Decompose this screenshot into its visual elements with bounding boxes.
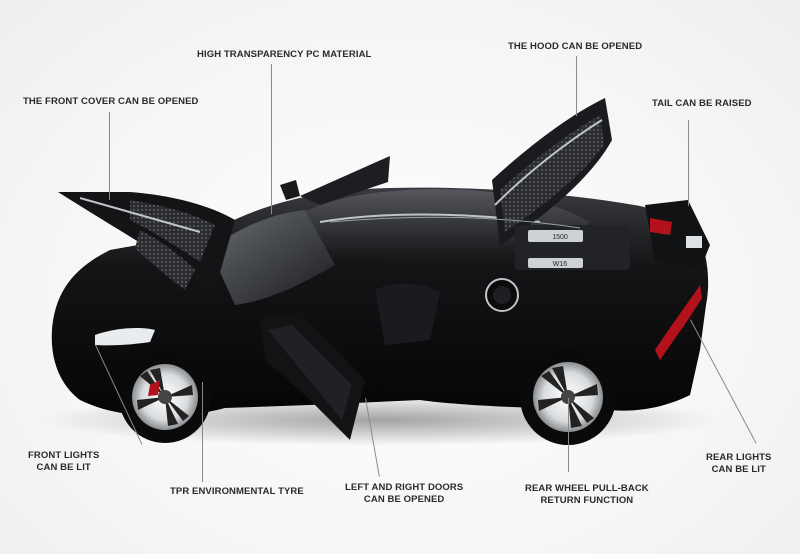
engine-cover-upper <box>528 230 583 242</box>
hood-chrome-line <box>494 119 603 206</box>
leader-high-transparency <box>271 64 272 214</box>
front-headlight <box>95 327 155 346</box>
brand-emblem <box>686 236 702 248</box>
leader-front-cover <box>109 112 110 200</box>
callout-doors: LEFT AND RIGHT DOORS CAN BE OPENED <box>345 482 463 506</box>
callout-tail: TAIL CAN BE RAISED <box>652 98 752 109</box>
callout-doors-line2: CAN BE OPENED <box>363 494 445 505</box>
callout-rear-lights-line2: CAN BE LIT <box>711 464 766 475</box>
side-intake-inner <box>493 286 511 304</box>
open-door-inner <box>268 325 352 420</box>
tail-red-accent <box>650 218 672 235</box>
leader-tail <box>688 120 689 206</box>
leader-pullback <box>568 398 569 472</box>
callout-front-cover: THE FRONT COVER CAN BE OPENED <box>23 96 199 107</box>
leader-tyre <box>202 382 203 482</box>
hood-grille <box>500 115 604 232</box>
interior-seat <box>375 283 440 345</box>
body-highlight <box>329 216 581 229</box>
engine-label-w16: W16 <box>553 261 568 268</box>
callout-tyre: TPR ENVIRONMENTAL TYRE <box>170 486 304 497</box>
callout-front-lights: FRONT LIGHTS CAN BE LIT <box>28 450 99 474</box>
leader-hood <box>576 56 577 116</box>
front-wheel <box>119 351 211 443</box>
front-cover-chrome-line <box>79 197 201 233</box>
windshield <box>210 210 335 305</box>
callout-doors-line1: LEFT AND RIGHT DOORS <box>345 482 464 493</box>
callout-rear-lights-line1: REAR LIGHTS <box>706 452 772 463</box>
callout-hood: THE HOOD CAN BE OPENED <box>508 41 643 52</box>
front-cover-grille <box>130 200 215 262</box>
engine-cover-lower <box>528 258 583 268</box>
tail-wing <box>645 200 710 270</box>
callout-front-lights-line1: FRONT LIGHTS <box>28 450 100 461</box>
callout-pullback-line1: REAR WHEEL PULL-BACK <box>525 483 649 494</box>
rear-door-panel-top <box>300 156 390 205</box>
rear-light-strip <box>655 285 702 360</box>
callout-pullback: REAR WHEEL PULL-BACK RETURN FUNCTION <box>525 483 649 507</box>
callout-high-transparency: HIGH TRANSPARENCY PC MATERIAL <box>197 49 372 60</box>
callout-pullback-line2: RETURN FUNCTION <box>540 495 634 506</box>
rear-wheel <box>520 349 616 445</box>
callout-front-lights-line2: CAN BE LIT <box>36 462 91 473</box>
front-cover-grille-lower <box>135 230 195 290</box>
callout-rear-lights: REAR LIGHTS CAN BE LIT <box>706 452 772 476</box>
engine-label-1500: 1500 <box>552 234 568 241</box>
side-mirror <box>280 180 300 200</box>
